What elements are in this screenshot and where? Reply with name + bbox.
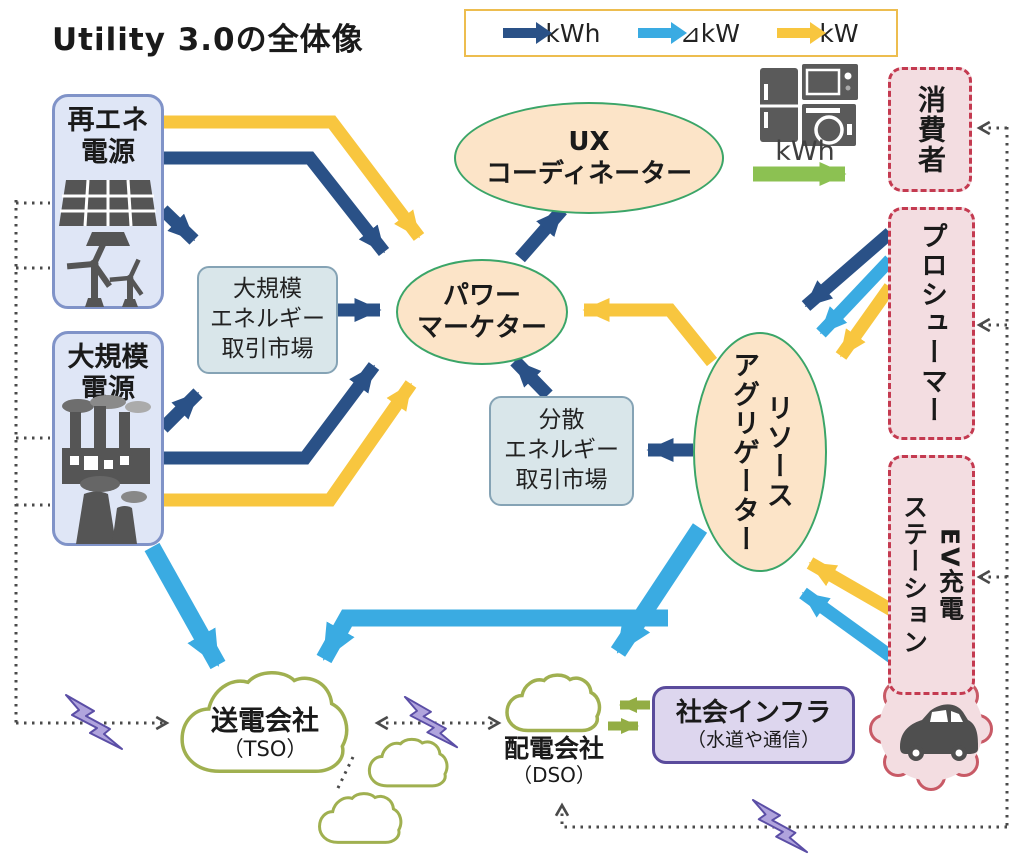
legend: kWh ⊿kW kW [464,9,898,57]
dist-market-line1: 分散 [538,407,585,434]
ev-station-box: EV充電 ステーション [888,455,975,695]
large-energy-market-box: 大規模 エネルギー 取引市場 [197,266,338,374]
power-marketer-line2: マーケター [416,313,547,343]
power-marketer-ellipse: パワー マーケター [396,259,568,365]
dso-abbr: （DSO） [512,762,596,787]
large-market-line2: エネルギー [210,306,325,333]
prosumer-label: プロシューマー [916,222,947,425]
dotted-tso-smallcloud [335,756,355,791]
arrow-aggregator-to-marketer-kw [582,298,718,367]
tso-abbr: （TSO） [222,737,308,762]
social-infra-box: 社会インフラ （水道や通信） [652,686,855,764]
arrow-ev-to-aggregator-kw [806,557,899,618]
arrow-largepower-to-marketer-kw [163,380,417,507]
kw-arrow-icon [777,22,827,44]
arrow-largepower-to-market-kwh [158,388,203,433]
dist-market-line2: エネルギー [504,437,619,464]
renewable-source-box: 再エネ 電源 [52,94,164,309]
arrow-largepower-to-tso-dkw [144,542,226,670]
lightning-icon-left [64,694,124,751]
legend-item-delta-kw: ⊿kW [637,18,740,48]
ev-station-line2: ステーション [899,494,929,656]
power-marketer-line1: パワー [442,280,521,311]
arrow-prosumer-to-aggregator-dkw [816,255,895,338]
dso-cloud [505,673,602,733]
consumer-label: 消費者 [914,84,947,175]
arrow-renewable-to-marketer-kwh [163,151,390,257]
legend-delta-kw-label: ⊿kW [679,18,740,48]
distributed-energy-market-box: 分散 エネルギー 取引市場 [489,396,634,506]
arrow-aggregator-to-tso-dkw [316,609,668,664]
dso-label: 配電会社 （DSO） [493,734,615,787]
tso-label: 送電会社 （TSO） [178,706,352,761]
small-cloud-1 [368,738,449,788]
arrow-marketer-to-ux-kwh [515,205,567,263]
arrow-largepower-to-marketer-kwh [163,362,380,465]
infra-line1: 社会インフラ [675,698,832,728]
appliance-kwh-label: kWh [775,136,835,167]
large-market-line1: 大規模 [233,276,302,303]
large-power-label-2: 電源 [81,374,135,406]
car-icon [900,704,978,761]
prosumer-box: プロシューマー [888,207,975,440]
tso-name: 送電会社 [211,706,319,737]
arrow-prosumer-to-aggregator-kwh [801,228,895,311]
aggregator-line1: リソース [761,394,793,510]
kwh-arrow-icon [503,22,553,44]
arrow-renewable-to-market-kwh [158,205,199,245]
lightning-icon-bottom [751,799,809,854]
dso-name: 配電会社 [503,734,604,763]
legend-kwh-label: kWh [545,18,601,48]
aggregator-line2: アグリゲーター [728,350,759,554]
page-title: Utility 3.0の全体像 [52,22,364,58]
ev-station-line1: EV充電 [935,527,965,623]
legend-item-kw: kW [777,19,859,48]
infra-line2: （水道や通信） [686,729,820,752]
ux-line1: UX [568,126,610,157]
consumer-box: 消費者 [888,67,972,192]
dotted-to-dso [554,802,1007,829]
small-cloud-2 [318,792,403,844]
appliances-icon [760,64,858,146]
arrow-aggregator-to-dso-dkw [610,523,708,657]
renewable-label-2: 電源 [81,137,135,169]
ux-line2: コーディネーター [485,159,693,189]
large-power-label-1: 大規模 [67,342,149,373]
large-power-box: 大規模 電源 [52,331,164,546]
ux-coordinator-ellipse: UX コーディネーター [454,102,724,214]
large-market-line3: 取引市場 [221,335,314,362]
arrow-renewable-to-marketer-kw [163,115,425,241]
resource-aggregator-ellipse: リソース アグリゲーター [693,332,827,572]
lightning-icon-mid [403,696,459,749]
arrow-distmarket-to-marketer-kwh [510,356,553,400]
renewable-label-1: 再エネ [67,105,149,136]
delta-kw-arrow-icon [637,22,687,44]
arrow-ev-to-aggregator-dkw [799,587,897,664]
arrow-prosumer-to-aggregator-kw [835,283,896,360]
dist-market-line3: 取引市場 [515,466,608,493]
legend-item-kwh: kWh [503,19,600,48]
